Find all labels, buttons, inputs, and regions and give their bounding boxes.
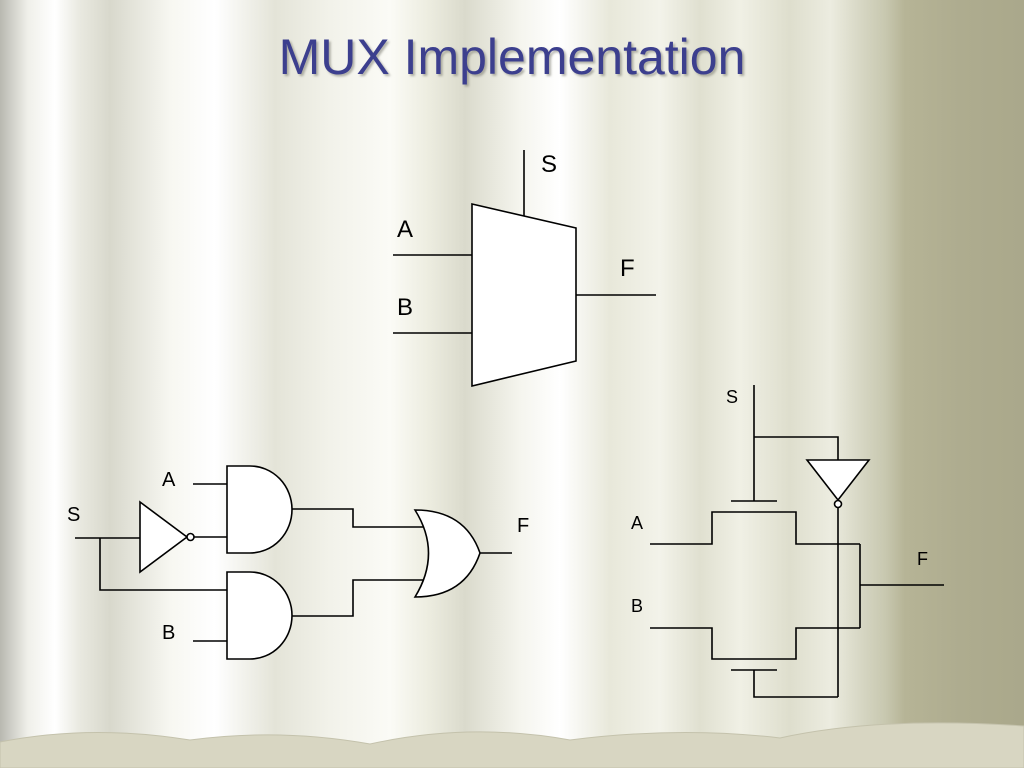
gate-s-branch-wire [99,538,227,591]
or-gate [413,509,481,598]
switch-inverter-gate [805,459,871,502]
inverter-gate [139,500,189,574]
and1-to-or-wire [292,508,424,528]
switch-a-path [650,511,860,545]
switch-label-f: F [917,549,928,569]
inverter-bubble [186,532,195,542]
mux-trapezoid [471,202,577,388]
gate-label-a: A [162,469,176,491]
and-gate-top [226,465,293,554]
switch-label-s: S [726,387,738,407]
switch-label-b: B [631,596,643,616]
switch-b-path [650,627,860,660]
mux-label-f: F [620,255,635,282]
and-gate-bottom [226,571,293,660]
bottom-wave-band [0,722,1024,768]
mux-label-b: B [397,294,413,321]
switch-label-a: A [631,513,643,533]
switch-inverter-bubble [833,499,843,509]
slide-title: MUX Implementation [278,29,746,85]
gate-label-s: S [67,504,80,526]
switch-level-circuit: S A B F [631,385,944,698]
switch-s-to-inverter-wire [754,436,839,460]
mux-label-s: S [541,151,557,178]
mux-block-symbol: S A B F [393,150,656,388]
bottom-gate-wire [753,670,838,698]
mux-label-a: A [397,216,413,243]
gate-level-circuit: A S B F [67,465,529,660]
and2-to-or-wire [292,579,424,617]
gate-label-f: F [517,515,529,537]
gate-label-b: B [162,622,175,644]
